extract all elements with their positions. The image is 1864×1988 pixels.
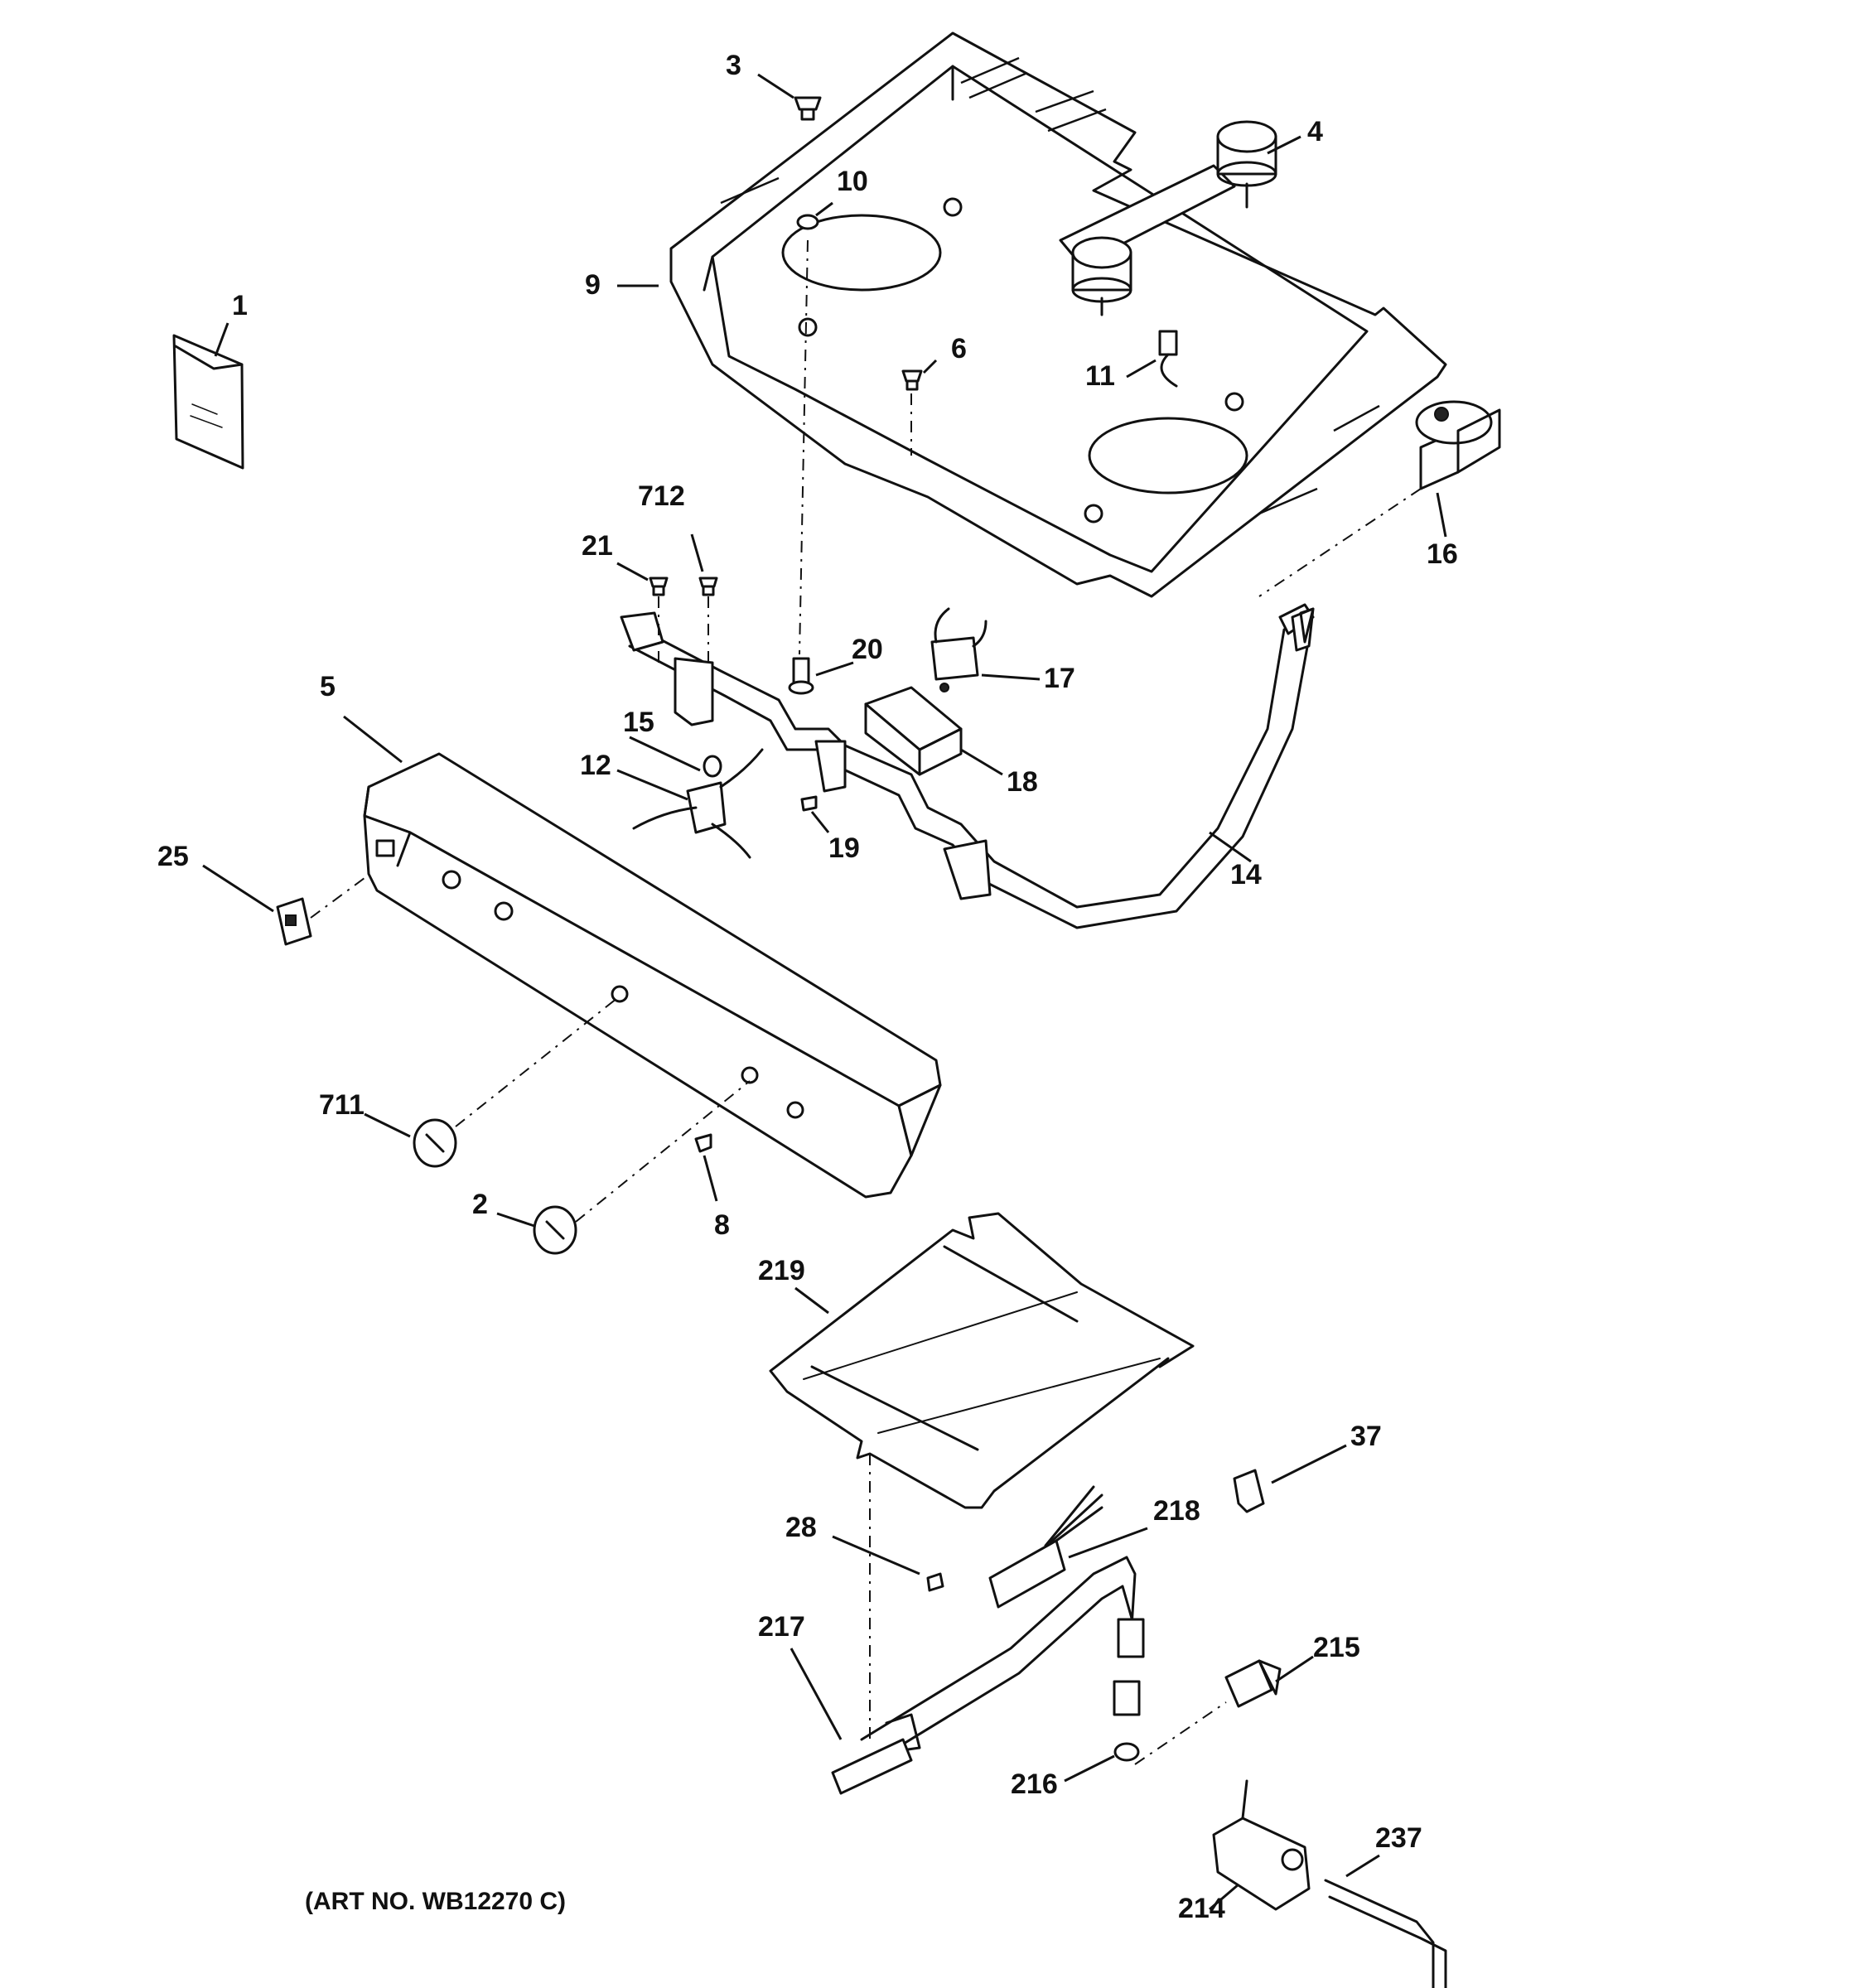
callout-28: 28 <box>785 1512 817 1543</box>
callout-215: 215 <box>1313 1632 1360 1663</box>
part-18-spark-module <box>864 686 963 776</box>
part-711-knob <box>413 1118 457 1168</box>
callout-3: 3 <box>726 50 741 81</box>
callout-217: 217 <box>758 1611 805 1643</box>
part-216-nut <box>1113 1680 1141 1762</box>
part-4-surface-burners <box>1059 120 1277 316</box>
callout-15: 15 <box>623 707 654 738</box>
callout-712: 712 <box>638 480 685 512</box>
callout-19: 19 <box>828 832 860 864</box>
assembly-lines <box>310 239 1422 1765</box>
part-214-valve <box>1212 1779 1311 1911</box>
part-237-tube <box>1324 1879 1447 1988</box>
part-3-screw <box>794 96 822 121</box>
callout-17: 17 <box>1044 663 1075 694</box>
part-5-control-panel <box>363 752 942 1199</box>
part-19-screw <box>800 795 818 812</box>
part-17-ignition-module <box>930 607 988 692</box>
part-11-igniter <box>1158 330 1178 388</box>
callout-711: 711 <box>319 1089 365 1121</box>
part-6-screw <box>901 369 923 391</box>
part-21-screw <box>649 577 669 596</box>
callout-8: 8 <box>714 1209 730 1241</box>
part-1-envelope <box>172 334 244 470</box>
burner-left <box>1071 236 1132 303</box>
callout-237: 237 <box>1375 1822 1422 1854</box>
part-14-manifold <box>620 603 1315 929</box>
part-9-burner-box <box>669 31 1447 598</box>
part-219-shield-plate <box>769 1212 1195 1509</box>
callout-219: 219 <box>758 1255 805 1286</box>
callout-218: 218 <box>1153 1495 1200 1527</box>
callout-21: 21 <box>582 530 613 562</box>
part-217-bake-burner <box>831 1556 1145 1795</box>
callout-9: 9 <box>585 269 601 301</box>
callout-25: 25 <box>157 841 189 872</box>
callout-16: 16 <box>1427 538 1458 570</box>
part-37-bracket <box>1233 1469 1265 1513</box>
callout-12: 12 <box>580 750 611 781</box>
part-10-nut <box>796 214 819 230</box>
callout-18: 18 <box>1007 766 1038 798</box>
part-20-stud <box>788 657 814 695</box>
part-712-screw <box>698 577 718 596</box>
callout-5: 5 <box>320 671 336 702</box>
part-218-igniter <box>988 1485 1103 1609</box>
callout-6: 6 <box>951 333 967 364</box>
callout-2: 2 <box>472 1189 488 1220</box>
callout-216: 216 <box>1011 1768 1058 1800</box>
callout-20: 20 <box>852 634 883 665</box>
callout-37: 37 <box>1350 1421 1382 1452</box>
part-2-knob <box>533 1205 577 1255</box>
part-215-bracket <box>1224 1659 1282 1708</box>
part-25-clip <box>276 897 312 946</box>
burner-right <box>1216 120 1277 187</box>
part-16-regulator <box>1415 400 1501 490</box>
callout-14: 14 <box>1230 859 1262 890</box>
part-12-15-valve-switch <box>632 748 764 859</box>
leader-lines <box>202 73 1447 1911</box>
callout-214: 214 <box>1178 1893 1225 1924</box>
callout-11: 11 <box>1085 360 1115 392</box>
part-8-screw <box>694 1133 712 1153</box>
callout-10: 10 <box>837 166 868 197</box>
callout-4: 4 <box>1307 116 1323 147</box>
callout-1: 1 <box>232 290 248 321</box>
art-number: (ART NO. WB12270 C) <box>305 1888 566 1915</box>
part-28-screw <box>926 1572 944 1592</box>
callout-labels: 1 2 3 4 5 6 8 9 10 11 12 14 15 16 17 18 … <box>157 50 1458 1924</box>
